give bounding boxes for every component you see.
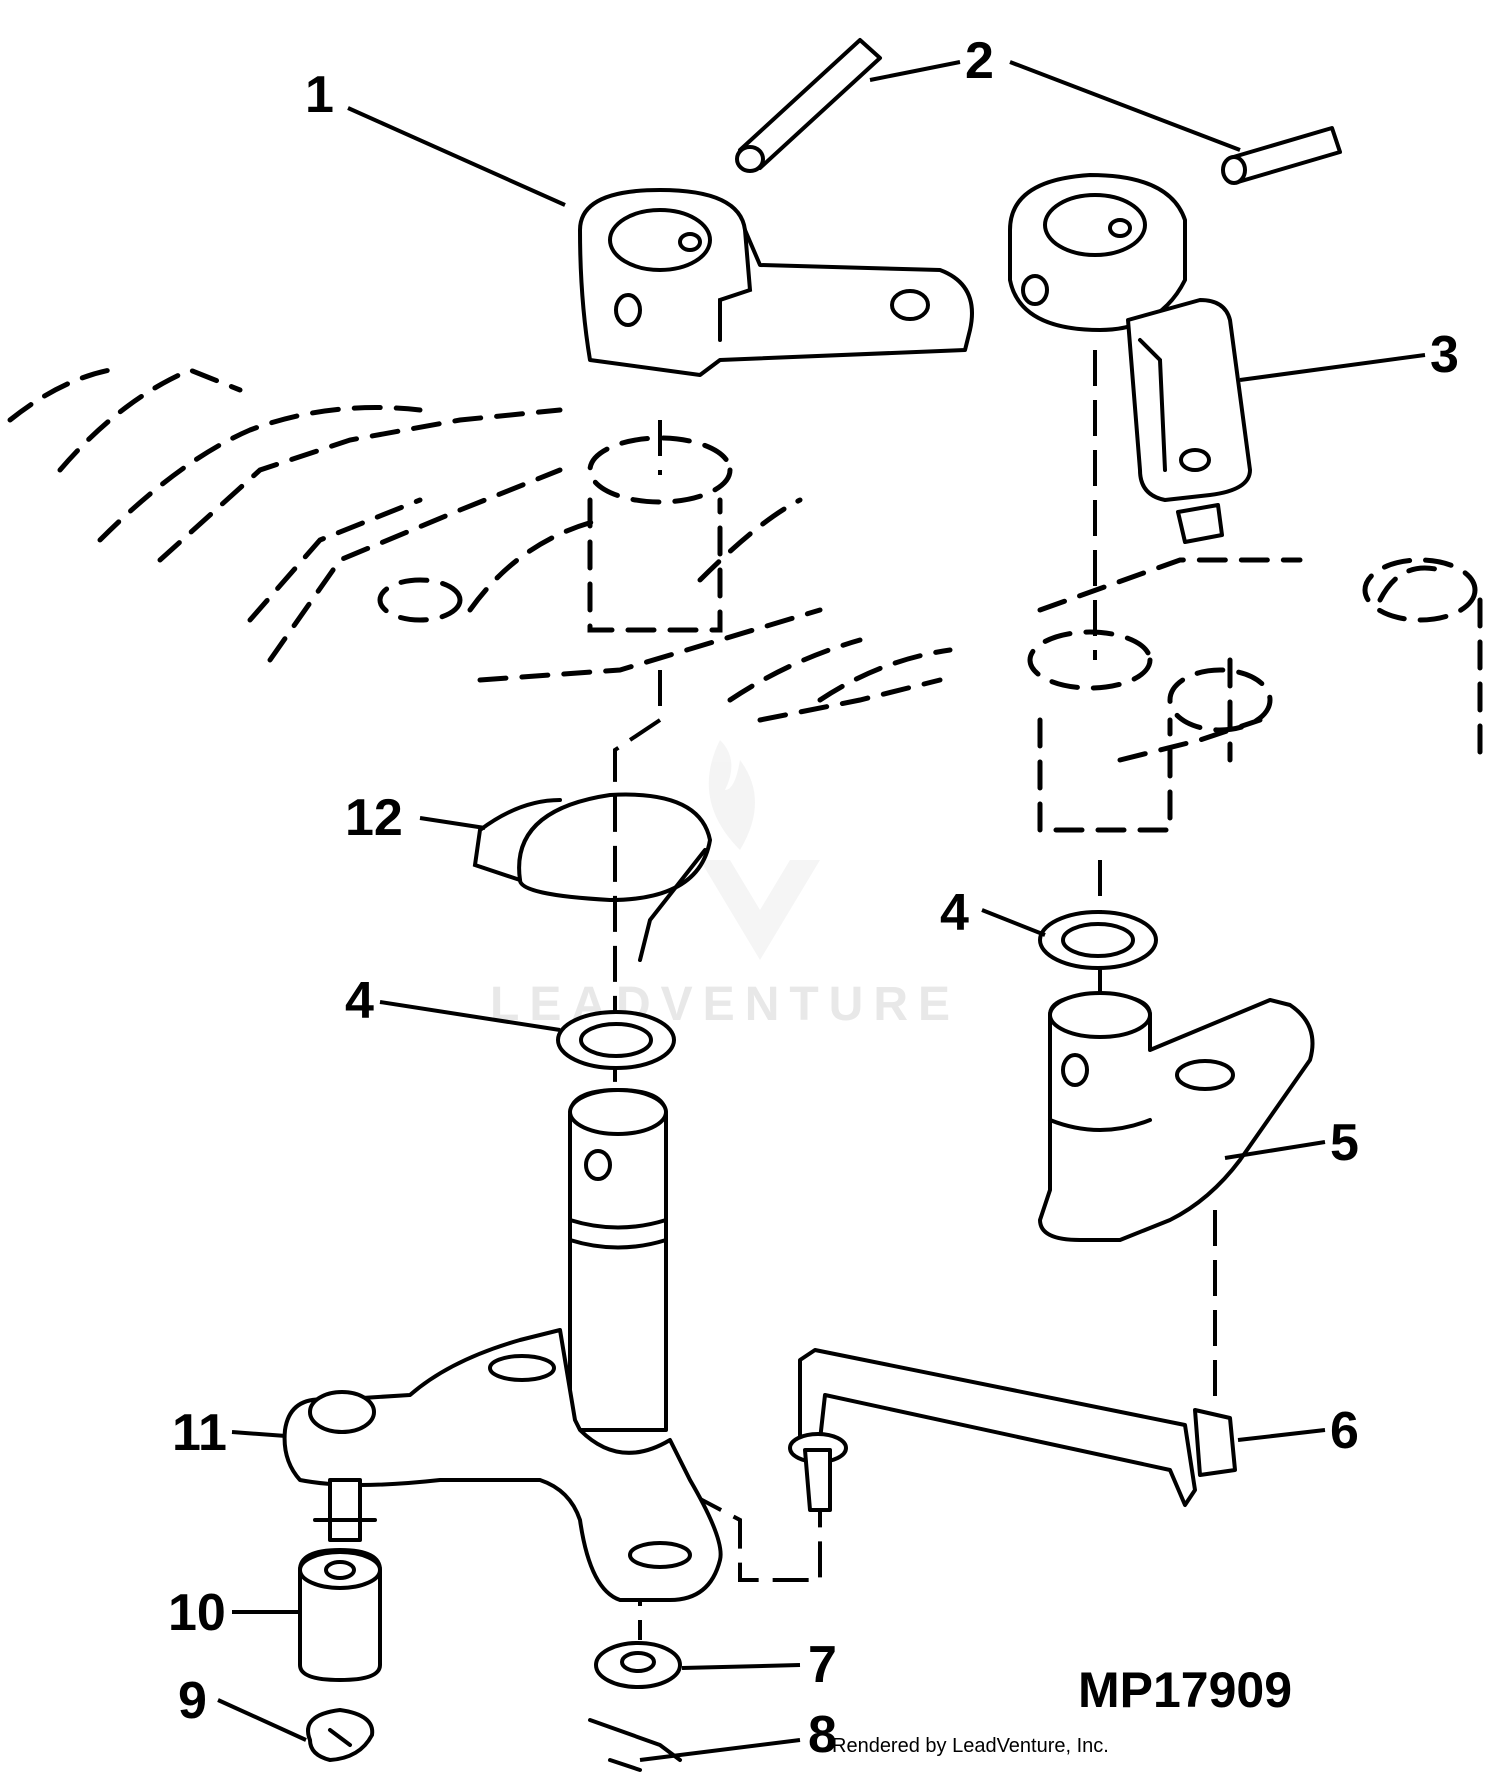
lever-part-11 xyxy=(282,1328,723,1602)
arm-part-1 xyxy=(578,188,974,377)
leader-lines xyxy=(217,60,1426,1762)
credit-text: Rendered by LeadVenture, Inc. xyxy=(832,1735,1109,1757)
axis-line xyxy=(644,1468,822,1582)
pin-part-2 xyxy=(735,38,1342,185)
bracket-part-5 xyxy=(1038,991,1315,1242)
washer-part-4 xyxy=(556,910,1158,1070)
callout-4-right: 4 xyxy=(940,884,969,942)
watermark-logo xyxy=(700,740,820,960)
housing-sketch xyxy=(7,367,1483,833)
figure-id: MP17909 xyxy=(1078,1662,1292,1718)
callout-4-left: 4 xyxy=(345,972,374,1030)
callout-2: 2 xyxy=(965,32,994,90)
callout-12: 12 xyxy=(345,789,403,847)
washer-part-7 xyxy=(594,1641,682,1689)
rod-part-6 xyxy=(788,1348,1237,1512)
callout-11: 11 xyxy=(172,1404,227,1462)
spring-part-12 xyxy=(472,792,713,962)
callout-1: 1 xyxy=(305,66,334,124)
axis-line xyxy=(613,670,662,1110)
callout-7: 7 xyxy=(808,1636,837,1694)
callout-10: 10 xyxy=(168,1584,226,1642)
bushing-part-10 xyxy=(298,1548,382,1682)
callout-8: 8 xyxy=(808,1706,837,1764)
callout-3: 3 xyxy=(1430,326,1459,384)
pin-part-8 xyxy=(588,1718,682,1772)
clip-part-9 xyxy=(306,1708,375,1762)
callout-5: 5 xyxy=(1330,1114,1359,1172)
callout-6: 6 xyxy=(1330,1402,1359,1460)
watermark-text: LEADVENTURE xyxy=(490,978,960,1031)
arm-part-3 xyxy=(1008,173,1252,544)
main-shaft xyxy=(568,1088,668,1432)
callout-9: 9 xyxy=(178,1672,207,1730)
